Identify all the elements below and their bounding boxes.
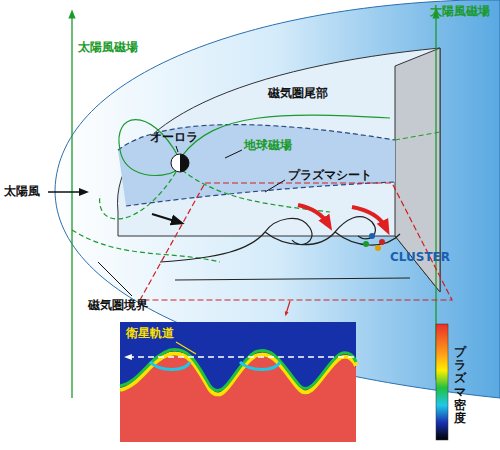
label-text: CLUSTER: [390, 250, 450, 264]
label-text: 磁気圏境界: [88, 298, 148, 312]
label-text: 太陽風: [4, 184, 40, 198]
label-text: オーロラ: [150, 130, 198, 144]
label-text: 衛星軌道: [126, 326, 174, 340]
label-text: プラズマ密度: [454, 346, 466, 425]
label-text: 磁気圏尾部: [268, 86, 328, 100]
label-text: 太陽風磁場: [78, 40, 138, 54]
label-text: プラズマシート: [288, 168, 372, 182]
label-text: 太陽風磁場: [430, 4, 490, 18]
label-text: 地球磁場: [244, 138, 292, 152]
